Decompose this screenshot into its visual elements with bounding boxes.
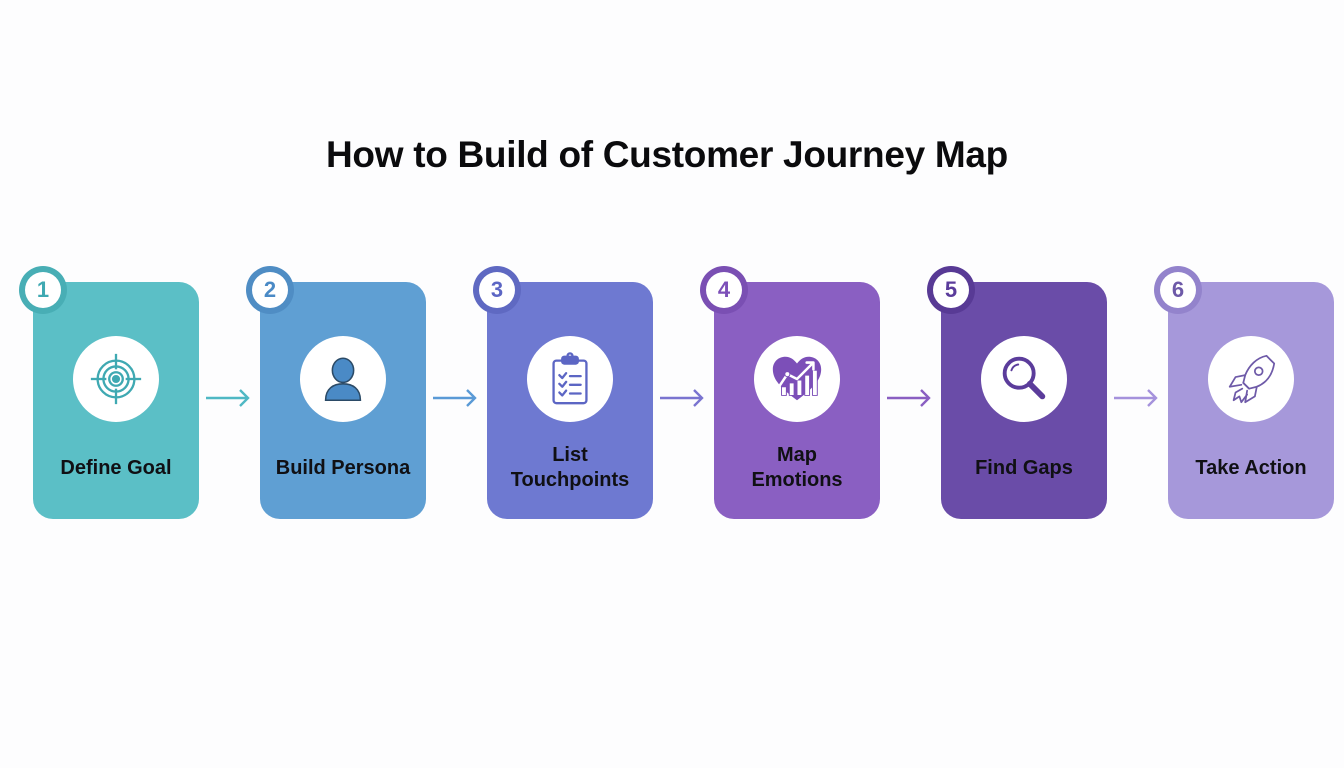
arrow-right-icon	[433, 389, 477, 407]
step-card-map-emotions: 4 Map Emotions	[700, 266, 880, 519]
arrow-right-icon	[660, 389, 704, 407]
arrow-right-icon	[206, 389, 250, 407]
rocket-icon	[1208, 336, 1294, 422]
step-number-badge: 2	[252, 272, 288, 308]
step-card-find-gaps: 5 Find Gaps	[927, 266, 1107, 519]
step-number-badge: 6	[1160, 272, 1196, 308]
page-title: How to Build of Customer Journey Map	[326, 134, 1008, 175]
step-card-list-touchpoints: 3 List Touchpoints	[473, 266, 653, 519]
target-icon	[73, 336, 159, 422]
step-label: Define Goal	[60, 456, 172, 479]
step-label: Take Action	[1195, 456, 1307, 479]
arrow-right-icon	[1114, 389, 1158, 407]
step-label: Build Persona	[275, 456, 411, 479]
step-card-take-action: 6 Take Action	[1154, 266, 1334, 519]
magnifier-icon	[981, 336, 1067, 422]
step-label: List Touchpoints	[510, 444, 630, 491]
person-icon	[300, 336, 386, 422]
clipboard-checklist-icon	[527, 336, 613, 422]
heart-chart-icon	[754, 336, 840, 422]
step-label: Find Gaps	[975, 456, 1073, 479]
step-number-badge: 4	[706, 272, 742, 308]
step-number-badge: 5	[933, 272, 969, 308]
step-card-build-persona: 2 Build Persona	[246, 266, 426, 519]
step-label: Map Emotions	[751, 444, 843, 491]
step-number-badge: 1	[25, 272, 61, 308]
arrow-right-icon	[887, 389, 931, 407]
step-number-badge: 3	[479, 272, 515, 308]
step-card-define-goal: 1 Define Goal	[19, 266, 199, 519]
